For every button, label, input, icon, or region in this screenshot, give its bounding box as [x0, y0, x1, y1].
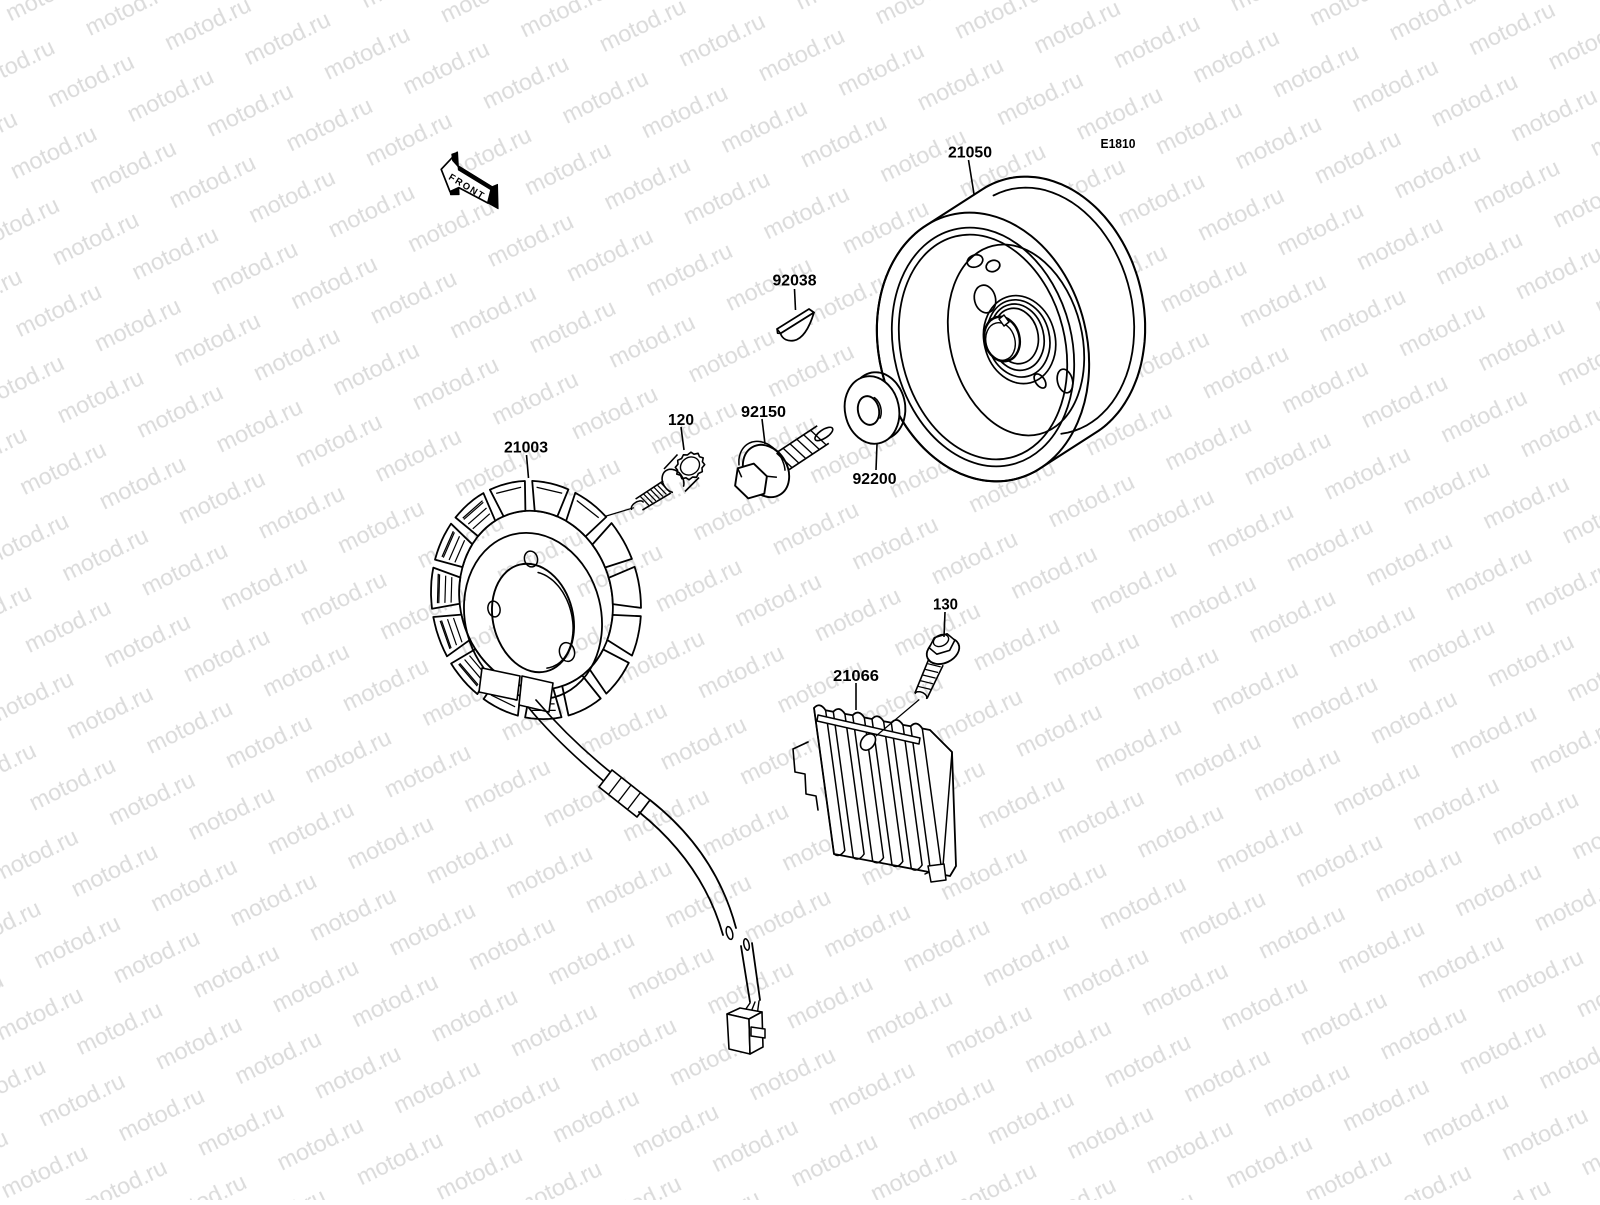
svg-text:92200: 92200: [853, 471, 897, 488]
svg-text:92150: 92150: [741, 404, 786, 421]
svg-text:92038: 92038: [773, 273, 817, 290]
svg-text:120: 120: [668, 412, 694, 429]
svg-text:130: 130: [933, 597, 958, 614]
svg-text:21003: 21003: [504, 440, 548, 457]
svg-text:21066: 21066: [833, 668, 879, 685]
svg-text:21050: 21050: [948, 145, 992, 162]
svg-text:E1810: E1810: [1101, 137, 1136, 151]
